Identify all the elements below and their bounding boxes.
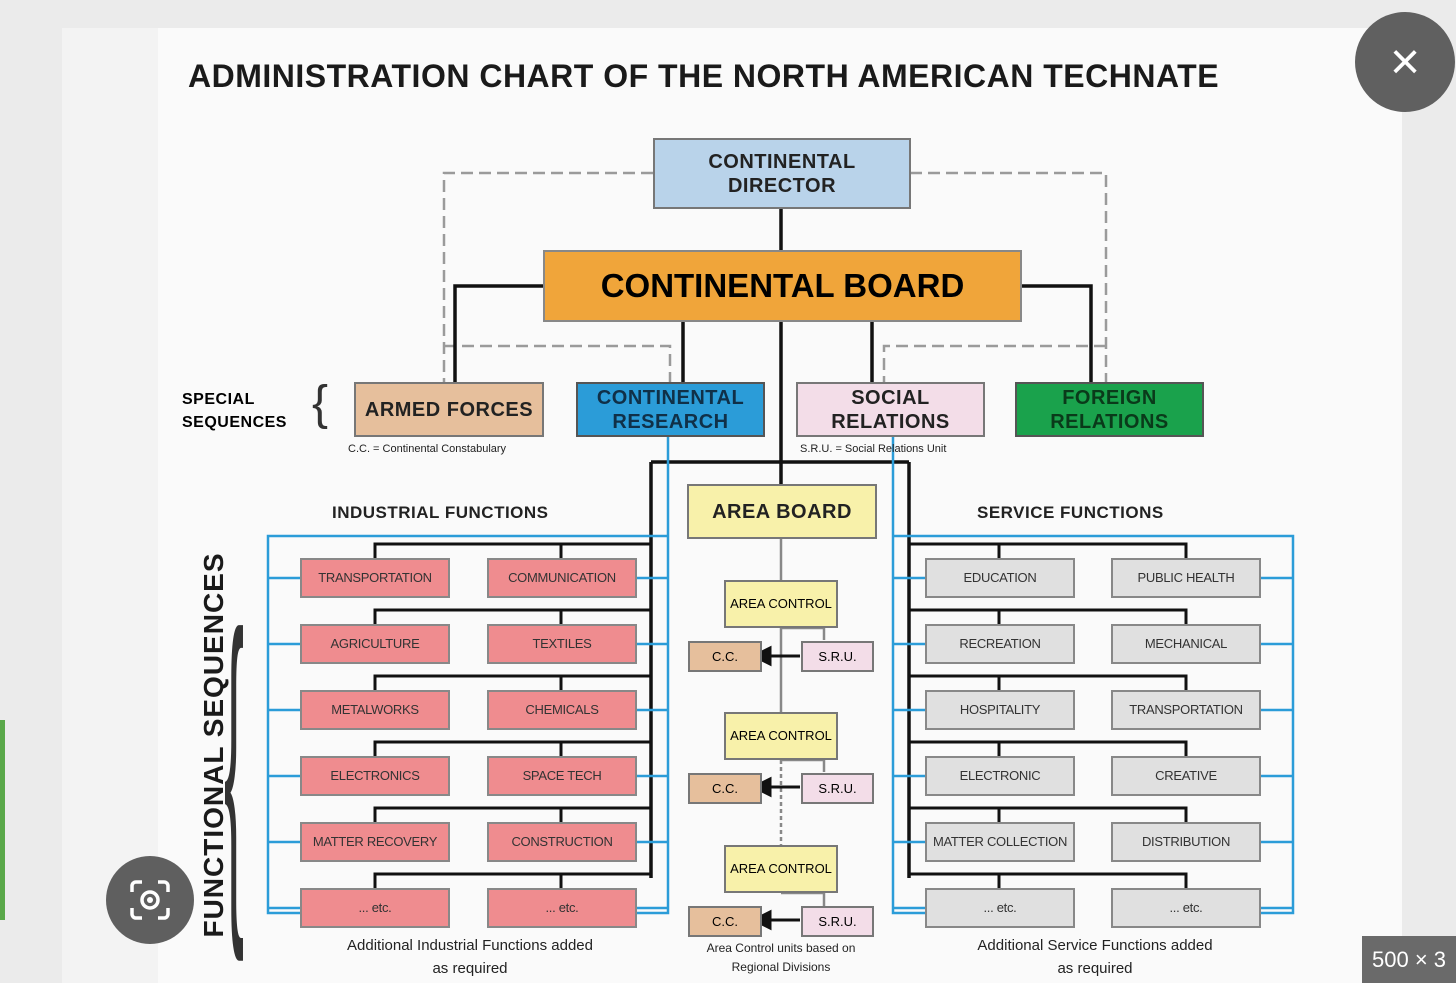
industrial-item: AGRICULTURE	[300, 624, 450, 664]
industrial-item: TEXTILES	[487, 624, 637, 664]
chart-title: ADMINISTRATION CHART OF THE NORTH AMERIC…	[188, 58, 1220, 94]
cc-note: C.C. = Continental Constabulary	[348, 443, 507, 455]
close-button[interactable]: ×	[1355, 12, 1455, 112]
service-item: TRANSPORTATION	[1111, 690, 1261, 730]
special-sequences-label: SPECIAL SEQUENCES	[182, 391, 287, 432]
industrial-item: ... etc.	[300, 888, 450, 928]
service-item: PUBLIC HEALTH	[1111, 558, 1261, 598]
industrial-functions-header: INDUSTRIAL FUNCTIONS	[332, 503, 549, 522]
lens-icon	[130, 880, 170, 920]
foreign-relations-box: FOREIGN RELATIONS	[1015, 382, 1204, 437]
industrial-item: COMMUNICATION	[487, 558, 637, 598]
industrial-item: SPACE TECH	[487, 756, 637, 796]
sru-note: S.R.U. = Social Relations Unit	[800, 443, 947, 455]
area-board-box: AREA BOARD	[687, 484, 877, 539]
background-strip	[0, 720, 5, 920]
continental-director-box: CONTINENTAL DIRECTOR	[653, 138, 911, 209]
cc-box: C.C.	[688, 773, 762, 804]
service-caption: Additional Service Functions added as re…	[977, 937, 1213, 977]
sru-box: S.R.U.	[801, 773, 874, 804]
industrial-item: METALWORKS	[300, 690, 450, 730]
close-icon: ×	[1389, 33, 1421, 91]
continental-board-box: CONTINENTAL BOARD	[543, 250, 1022, 322]
service-item: ... etc.	[925, 888, 1075, 928]
industrial-item: CONSTRUCTION	[487, 822, 637, 862]
continental-research-box: CONTINENTAL RESEARCH	[576, 382, 765, 437]
cc-box: C.C.	[688, 641, 762, 672]
special-brace: {	[312, 377, 329, 430]
service-functions-header: SERVICE FUNCTIONS	[977, 503, 1164, 522]
armed-forces-box: ARMED FORCES	[354, 382, 544, 437]
sru-box: S.R.U.	[801, 641, 874, 672]
industrial-caption: Additional Industrial Functions added as…	[347, 937, 593, 977]
cc-box: C.C.	[688, 906, 762, 937]
area-caption: Area Control units based on Regional Div…	[706, 941, 856, 975]
service-item: ... etc.	[1111, 888, 1261, 928]
service-item: DISTRIBUTION	[1111, 822, 1261, 862]
industrial-item: TRANSPORTATION	[300, 558, 450, 598]
visual-search-button[interactable]	[106, 856, 194, 944]
area-control-box: AREA CONTROL	[724, 712, 838, 760]
industrial-item: ELECTRONICS	[300, 756, 450, 796]
industrial-item: MATTER RECOVERY	[300, 822, 450, 862]
service-item: CREATIVE	[1111, 756, 1261, 796]
service-item: HOSPITALITY	[925, 690, 1075, 730]
area-control-box: AREA CONTROL	[724, 580, 838, 628]
functional-brace: {	[224, 562, 245, 964]
service-item: MATTER COLLECTION	[925, 822, 1075, 862]
industrial-item: CHEMICALS	[487, 690, 637, 730]
service-item: RECREATION	[925, 624, 1075, 664]
industrial-item: ... etc.	[487, 888, 637, 928]
service-item: EDUCATION	[925, 558, 1075, 598]
area-control-box: AREA CONTROL	[724, 845, 838, 893]
sru-box: S.R.U.	[801, 906, 874, 937]
image-size-badge: 500 × 3	[1362, 936, 1456, 983]
service-item: ELECTRONIC	[925, 756, 1075, 796]
social-relations-box: SOCIAL RELATIONS	[796, 382, 985, 437]
service-item: MECHANICAL	[1111, 624, 1261, 664]
